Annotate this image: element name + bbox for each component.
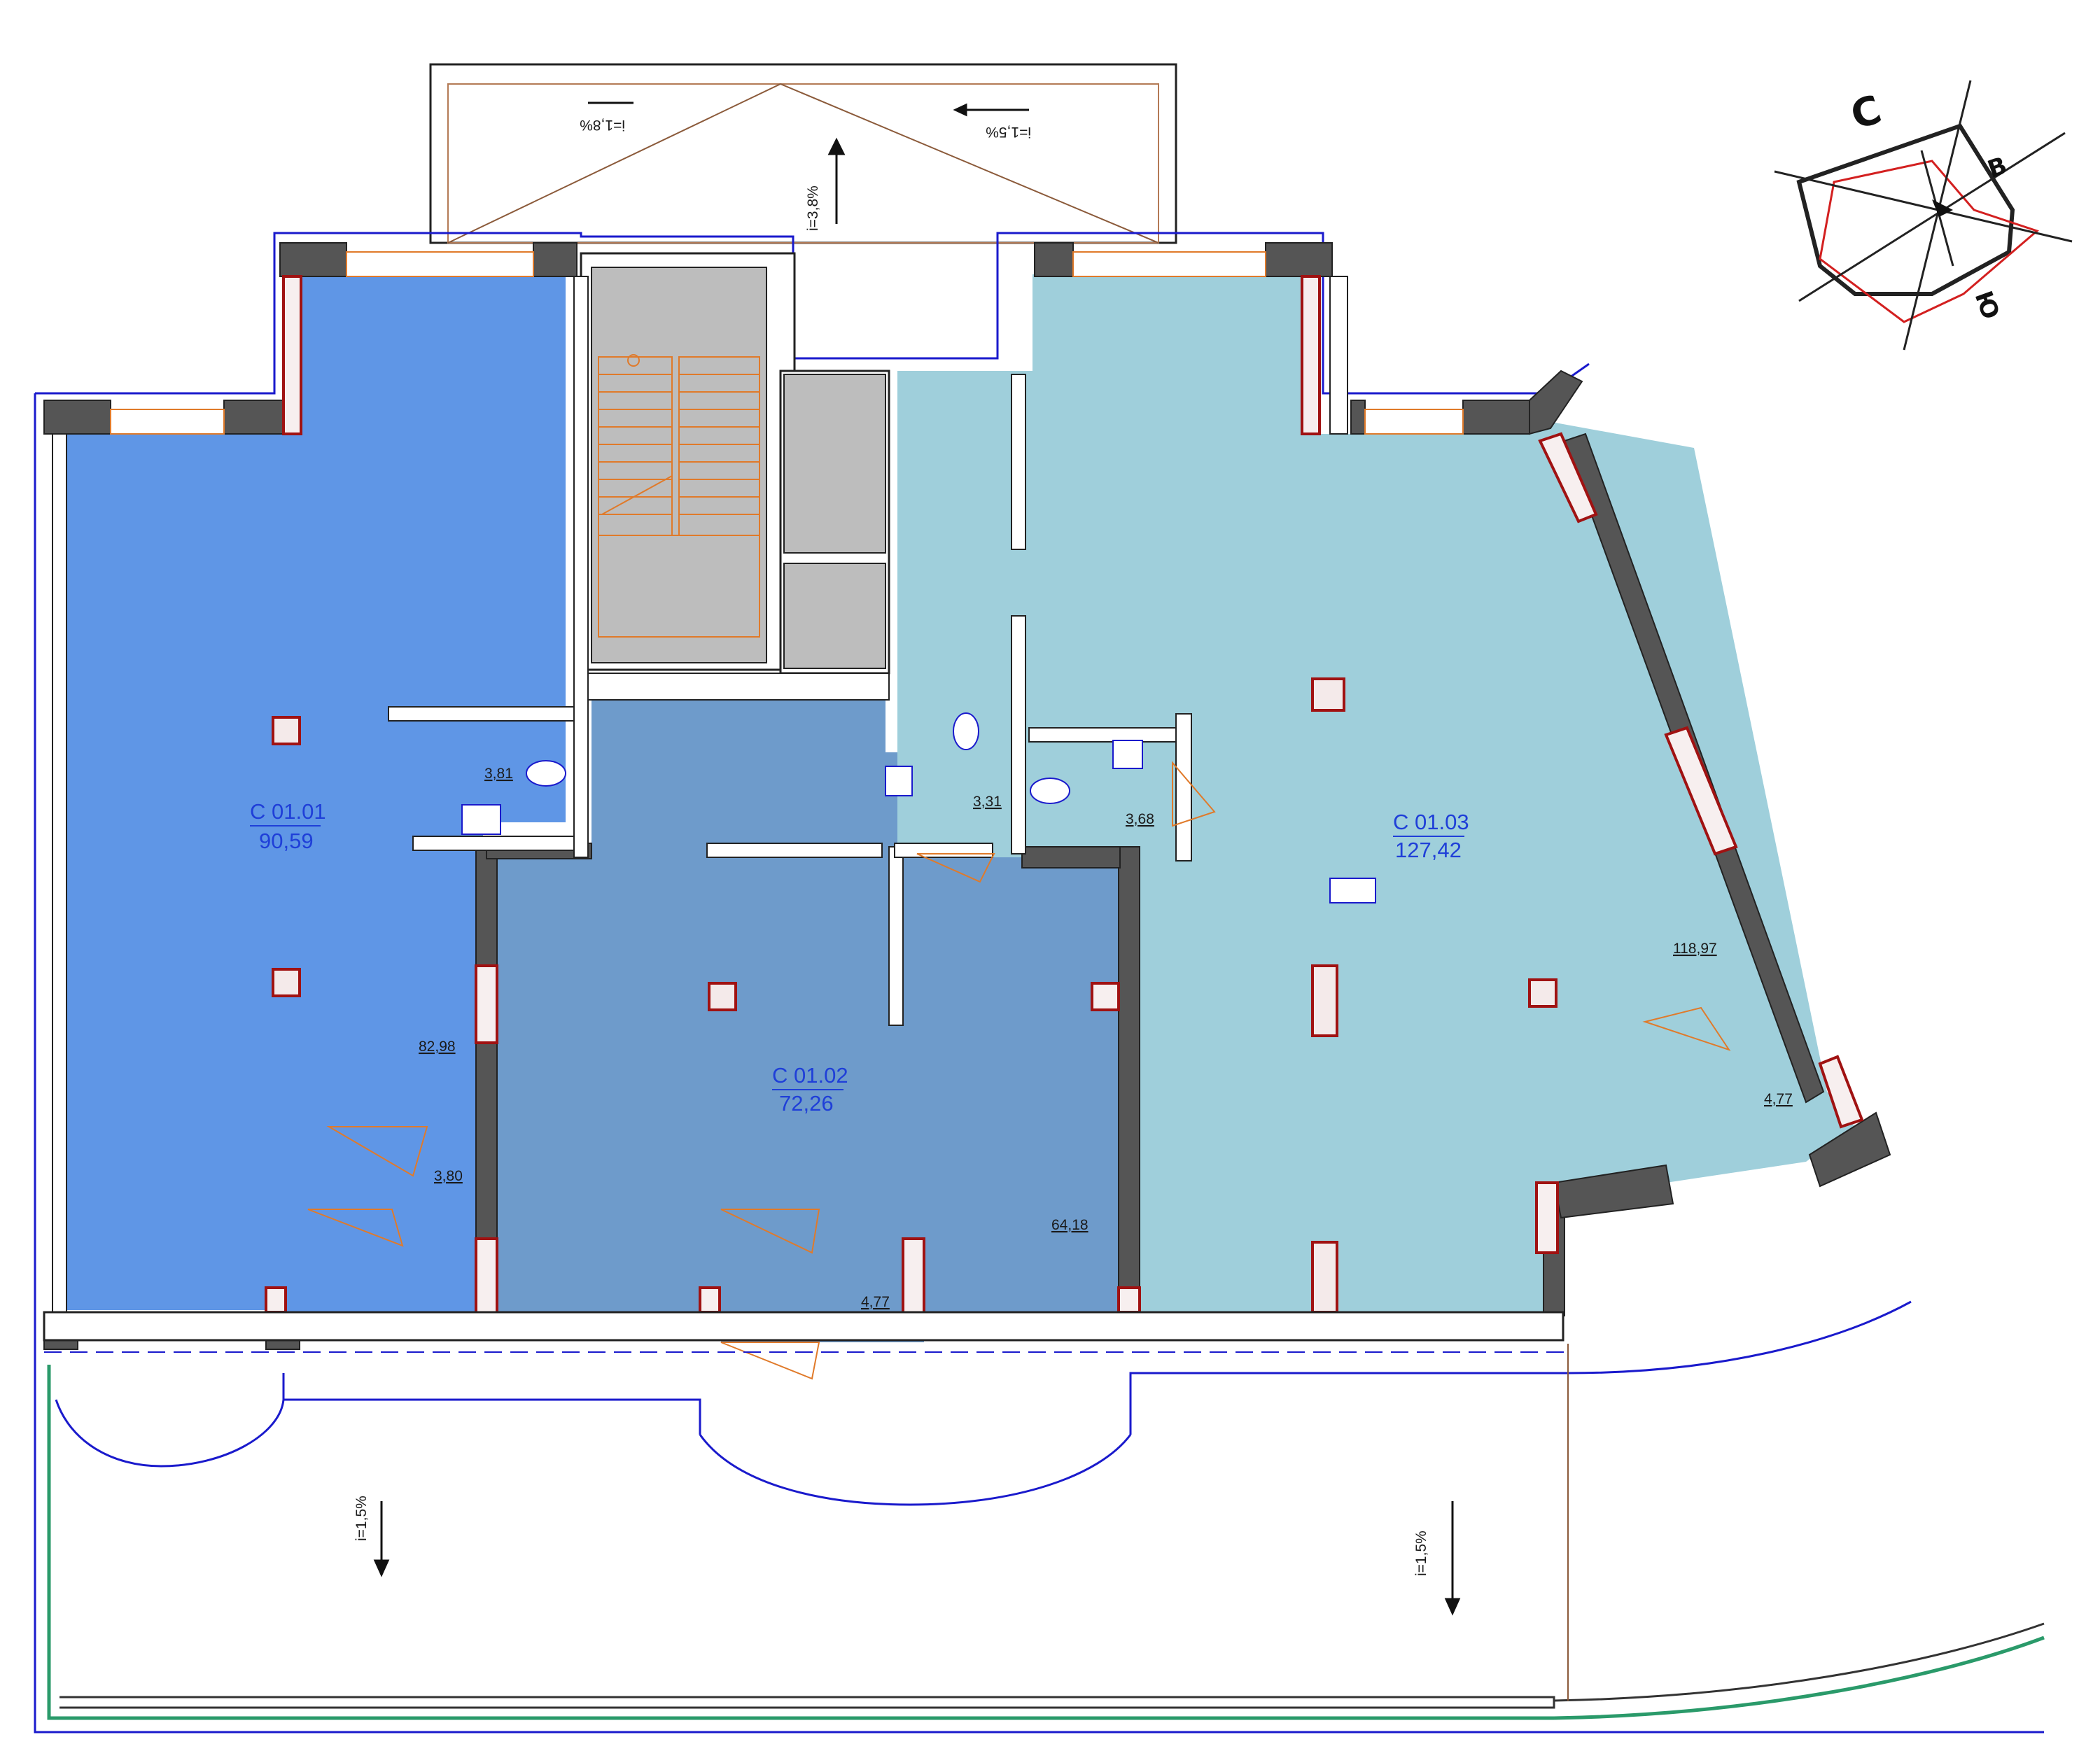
slope-label-bottom-right: i=1,5% [1413,1531,1429,1576]
wind-rose [1774,80,2073,351]
columns [272,677,1558,1314]
bathroom-fixtures [461,712,1376,903]
area-labels: 82,98 3,81 3,80 3,31 64,18 4,77 3,68 118… [419,766,1793,1310]
room-c0101-floor [66,274,566,1317]
room-code-c0102: С 01.02 [772,1063,848,1088]
slope-arrows [373,101,1461,1616]
compass-east-label: В [1984,151,2010,183]
room-area-c0103: 127,42 [1395,838,1462,862]
windows [110,251,1864,1317]
slope-labels: i=1,8% i=1,5% i=3,8% i=1,5% i=1,5% [354,117,1429,1576]
top-terrace [429,63,1177,244]
room-area-c0102: 72,26 [779,1091,834,1116]
area-label: 3,80 [434,1168,463,1184]
compass-north-label: С [1845,87,1886,139]
area-label: 4,77 [861,1294,890,1310]
bottom-exterior [43,1311,1568,1353]
compass-south-label: Ю [1969,288,2005,323]
slope-label-bottom-left: i=1,5% [354,1496,370,1541]
door-swings [307,761,1731,1380]
stairwell [580,252,890,675]
area-label: 3,68 [1126,811,1154,827]
area-label: 4,77 [1764,1091,1793,1107]
slope-label-top-vertical: i=3,8% [805,185,821,231]
compass-labels: С В Ю [1845,87,2010,323]
slope-label-top-right: i=1,5% [986,124,1031,140]
area-label: 64,18 [1051,1217,1088,1233]
partitions [52,276,1348,1316]
area-label: 118,97 [1673,941,1717,957]
slope-label-top-left: i=1,8% [580,117,625,133]
area-label: 3,31 [973,794,1002,810]
room-code-c0101: С 01.01 [250,799,326,824]
room-labels: С 01.01 90,59 С 01.02 72,26 С 01.03 127,… [250,799,1469,1116]
area-label: 3,81 [484,766,513,782]
area-label: 82,98 [419,1039,456,1055]
lower-terrace [34,1300,2045,1734]
room-area-c0101: 90,59 [259,829,314,853]
room-code-c0103: С 01.03 [1393,810,1469,834]
